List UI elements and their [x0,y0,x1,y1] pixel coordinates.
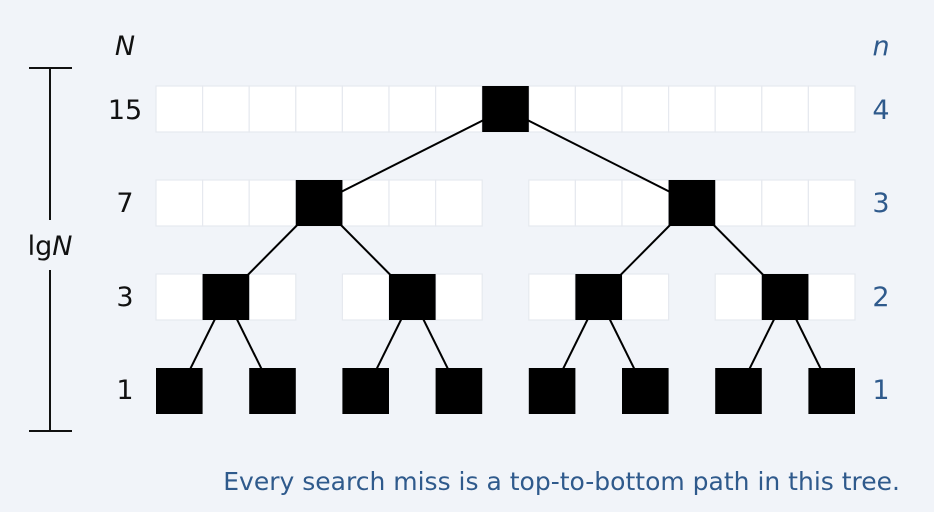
cell [807,273,856,321]
tree-node [761,274,809,320]
tree-edges [178,108,833,392]
cell [295,85,343,133]
lg-var: N [52,231,72,262]
tree-node [622,368,669,414]
row-2-n: 2 [872,282,889,313]
cell [248,179,297,227]
header-N: N [115,31,135,62]
tree-node [249,368,296,414]
tree-node [528,368,576,414]
height-bracket [29,67,72,432]
tree-node [435,368,483,414]
cell [435,273,483,321]
cell [155,85,204,133]
cell [202,179,250,227]
cell [761,179,809,227]
cell [807,179,856,227]
tree-node [668,180,716,226]
tree-node [715,368,762,414]
cell [528,179,576,227]
cell [667,85,716,133]
tree-node [156,368,203,414]
cell [388,85,437,133]
row-3-N: 1 [116,375,133,406]
row-labels: 15 7 3 1 4 3 2 1 [108,95,890,406]
cell [714,273,763,321]
row-2-N: 3 [116,282,133,313]
lg-N-label: lgN [28,231,73,262]
cell [761,85,809,133]
cell [341,85,390,133]
cell [574,179,623,227]
cell [155,179,204,227]
cell [435,179,483,227]
tree-node [482,86,529,132]
cell [807,85,856,133]
cell [621,273,670,321]
row-3-n: 1 [872,375,889,406]
cell [155,273,204,321]
cell [714,85,763,133]
lg-prefix: lg [28,231,53,262]
tree-node [342,368,389,414]
tree-edge [505,108,693,204]
cell [388,179,437,227]
tree-node [389,274,436,320]
tree-nodes [156,86,855,414]
row-1-N: 7 [116,188,133,219]
cell [574,85,623,133]
tree-node [295,180,343,226]
cell [341,273,390,321]
caption: Every search miss is a top-to-bottom pat… [223,467,900,496]
row-1-n: 3 [872,188,889,219]
cell [528,273,576,321]
header-n: n [872,31,889,62]
tree-node [808,368,855,414]
tree-node [575,274,622,320]
row-0-n: 4 [872,95,889,126]
cell [202,85,250,133]
cell [248,273,297,321]
cell [248,85,297,133]
tree-node [202,274,250,320]
row-0-N: 15 [108,95,142,126]
cell [714,179,763,227]
cell [621,85,670,133]
tree-edge [318,108,506,204]
